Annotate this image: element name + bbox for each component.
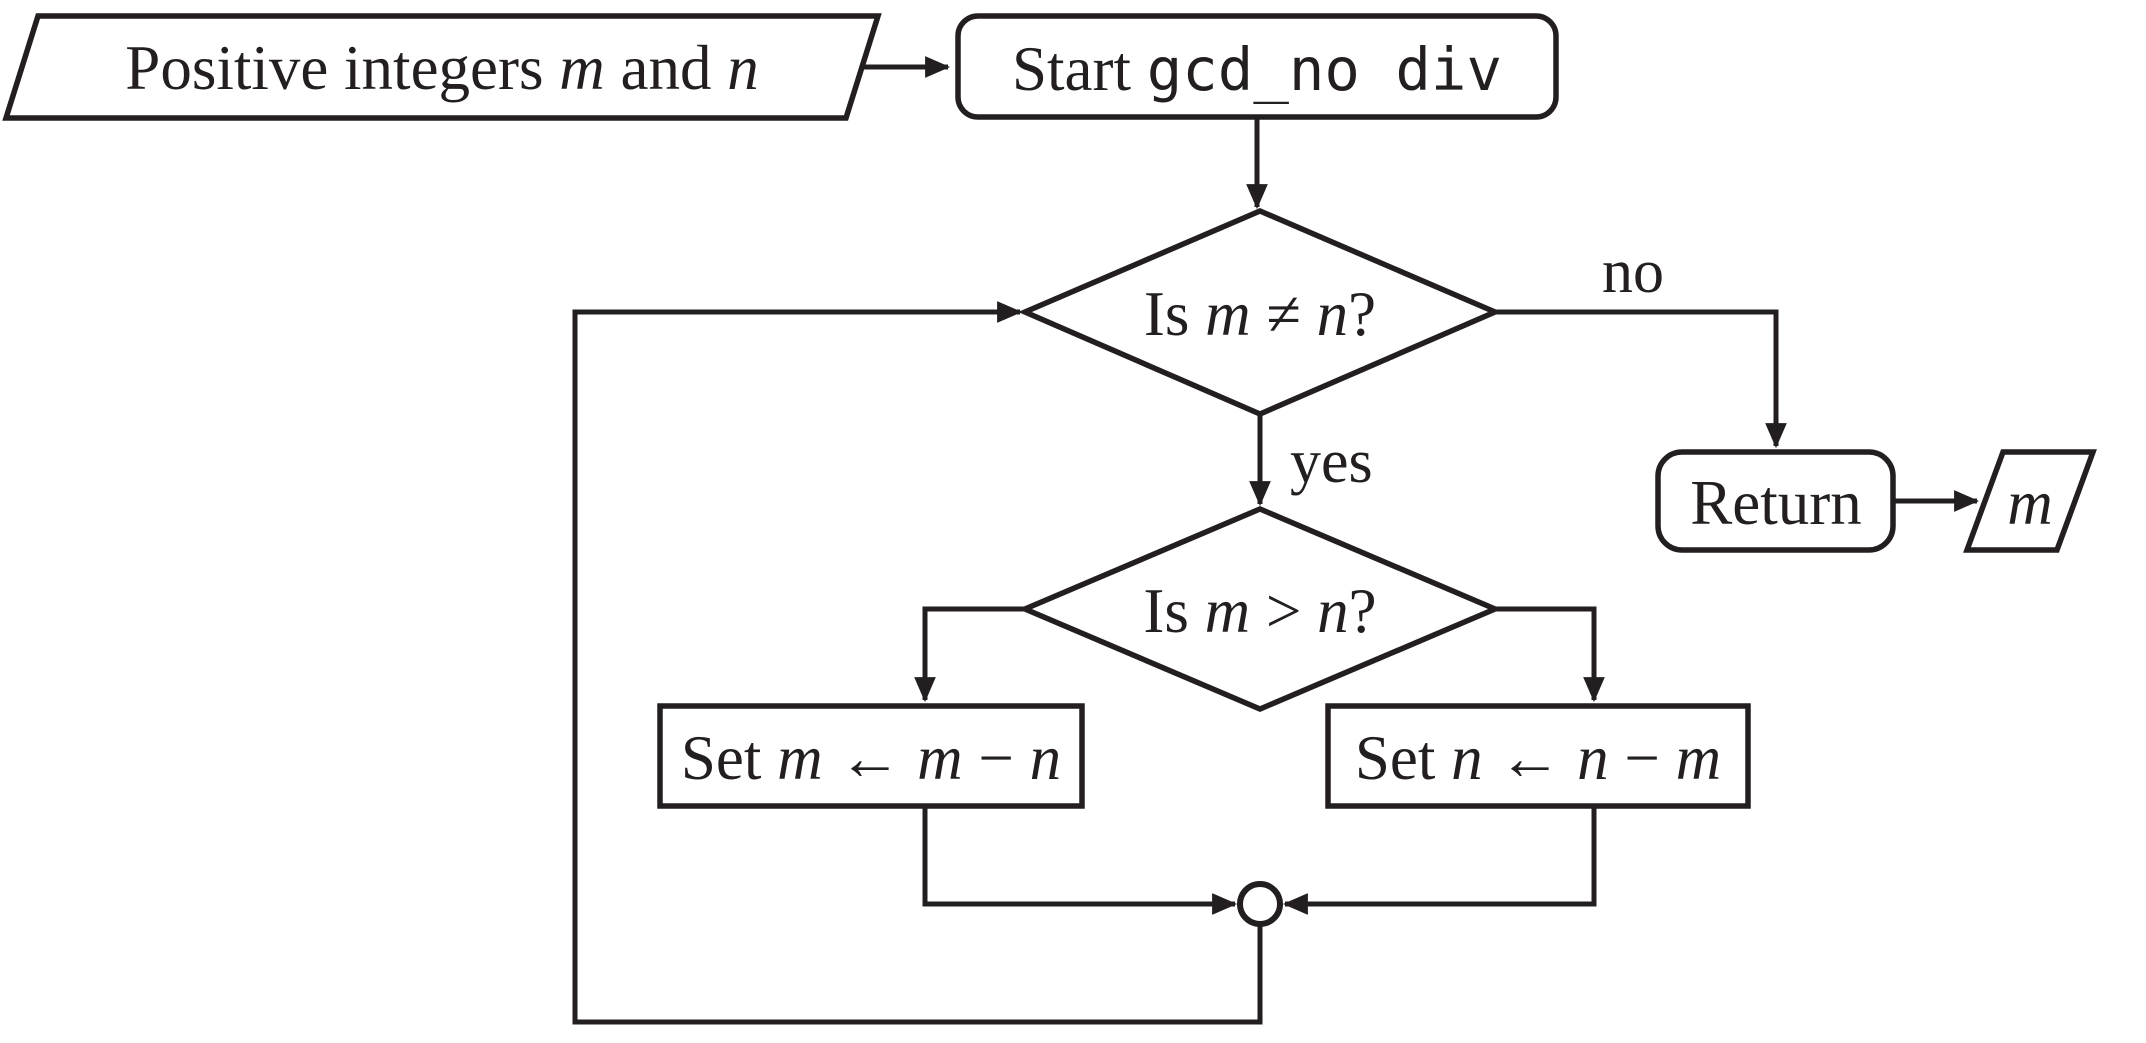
input-parallelogram [2,13,882,121]
input-text: Positive integers [125,33,559,103]
question-mark: ? [1348,279,1376,349]
edge-no-to-return [1495,309,1787,449]
return-label: Return [1690,468,1861,538]
var-n: n [1317,576,1349,646]
output-value: m [2007,468,2053,538]
decision-gt-diamond [1017,506,1503,712]
decision-mn-label: Is m ≠ n? [1144,279,1376,349]
decision-gt-label: Is m > n? [1143,576,1376,646]
decision-mn-text: Is [1144,279,1205,349]
var-m: m [777,723,823,793]
start-code: gcd_no div [1147,35,1502,104]
assign-arrow: ← [823,723,918,793]
var-m: m [1205,279,1251,349]
junction-circle [1237,881,1283,927]
gt-operator: > [1250,576,1317,646]
branch-yes-label: yes [1290,428,1373,496]
edge-loop-back-to-decision-mn [572,301,1263,1025]
edge-assign-m-to-junction [922,806,1238,915]
assign-n-process [1325,703,1751,809]
minus-operator: − [963,723,1030,793]
start-terminator [955,13,1559,120]
output-parallelogram [1963,449,2097,553]
decision-gt-text: Is [1143,576,1204,646]
start-text: Start [1012,34,1147,104]
assign-n-text: Set [1355,723,1451,793]
edge-gt-yes-to-assign-m [914,606,1025,703]
assign-m-text: Set [681,723,777,793]
assign-m-process [657,703,1085,809]
var-m: m [1676,723,1722,793]
minus-operator: − [1609,723,1676,793]
var-n: n [1317,279,1349,349]
var-n: n [1030,723,1062,793]
start-label: Start gcd_no div [1012,34,1502,104]
input-text: and [605,33,727,103]
assign-arrow: ← [1483,723,1578,793]
var-m: m [559,33,605,103]
decision-mn-diamond [1018,208,1502,417]
input-label: Positive integers m and n [125,33,758,103]
var-n: n [727,33,759,103]
var-m: m [917,723,963,793]
assign-n-label: Set n ← n − m [1355,723,1721,793]
return-terminator [1655,449,1896,553]
var-m: m [1205,576,1251,646]
neq-operator: ≠ [1251,279,1317,349]
edge-assign-n-to-junction [1282,806,1597,915]
question-mark: ? [1349,576,1377,646]
edge-gt-no-to-assign-n [1495,606,1605,703]
assign-m-label: Set m ← m − n [681,723,1061,793]
branch-no-label: no [1602,238,1664,306]
var-n: n [1577,723,1609,793]
var-n: n [1451,723,1483,793]
